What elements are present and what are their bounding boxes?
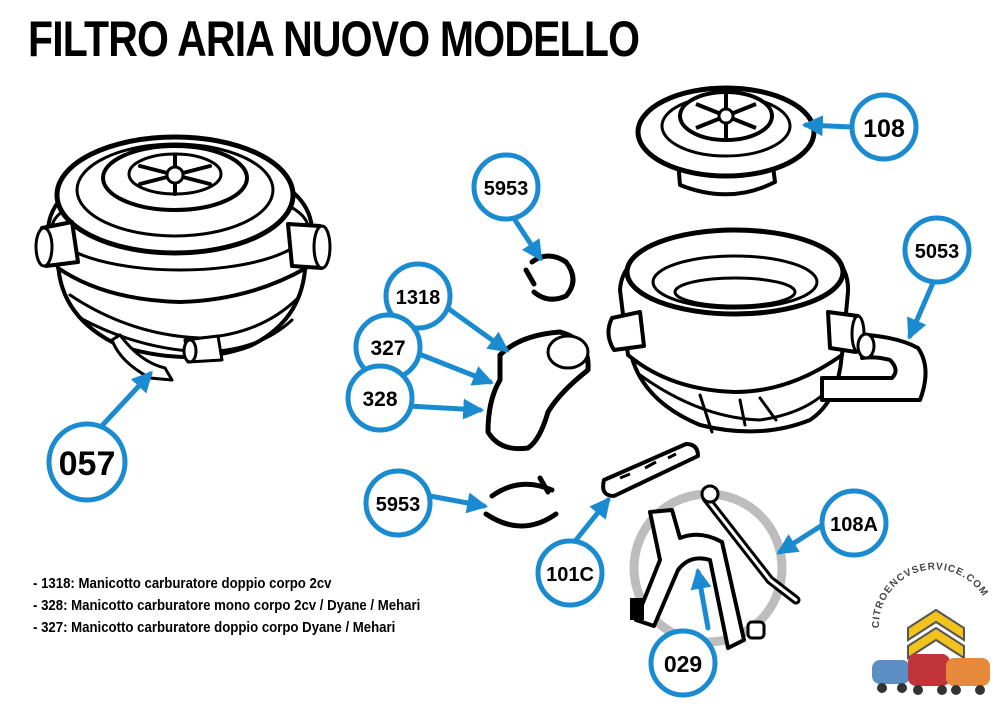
citroen-chevron-logo: CITROENCVSERVICE.COM [871,561,990,695]
rod-108a [700,484,801,605]
arrow-5953-top [512,217,543,262]
clamp-5953-top [523,253,576,302]
arrow-108 [801,115,855,137]
callout-101c: 101C [535,538,605,608]
callout-327: 327 [353,312,423,382]
callout-1318: 1318 [383,261,453,331]
callout-5953-bottom-label: 5953 [376,494,421,516]
callout-5053-label: 5053 [915,241,960,263]
callout-5953-top: 5953 [471,152,541,222]
clamp-5953-bottom [483,475,559,529]
arrow-029 [690,567,712,631]
filter-body-open [606,227,866,434]
callout-108: 108 [849,92,919,162]
callout-5953-top-label: 5953 [484,178,529,200]
callout-029: 029 [648,628,718,698]
callout-arrows [95,115,939,631]
callout-5053: 5053 [902,215,972,285]
air-filter-assembly-057 [34,134,332,382]
carburetor-sleeve-1318 [485,329,591,452]
arrow-057 [95,370,153,433]
callout-327-label: 327 [370,337,405,360]
arrow-327 [411,349,494,386]
callout-029-label: 029 [664,651,702,677]
callout-5953-bottom: 5953 [363,468,433,538]
legend-item: - 328: Manicotto carburatore mono corpo … [33,597,421,614]
callout-328-label: 328 [362,388,397,411]
callout-1318-label: 1318 [396,287,441,309]
arrow-101c [573,496,611,543]
legend-item: - 327: Manicotto carburatore doppio corp… [33,619,396,636]
arrow-328 [405,398,485,420]
legend: - 1318: Manicotto carburatore doppio cor… [33,573,473,639]
callout-057: 057 [46,421,128,503]
callout-108-label: 108 [863,115,905,143]
callout-101c-label: 101C [546,564,594,586]
cover-108 [635,85,817,197]
arrow-108a [776,521,827,555]
arrow-1318 [439,301,510,353]
elbow-pipe-5053 [820,332,928,402]
page-title: FILTRO ARIA NUOVO MODELLO [28,11,640,67]
legend-item: - 1318: Manicotto carburatore doppio cor… [33,575,332,592]
callout-108a-label: 108A [830,514,878,536]
callout-328: 328 [345,363,415,433]
callout-108a: 108A [819,488,889,558]
callout-057-label: 057 [59,445,116,483]
arrow-5953-bottom [427,492,489,514]
tube-101c [601,442,700,498]
arrow-5053 [907,273,939,340]
